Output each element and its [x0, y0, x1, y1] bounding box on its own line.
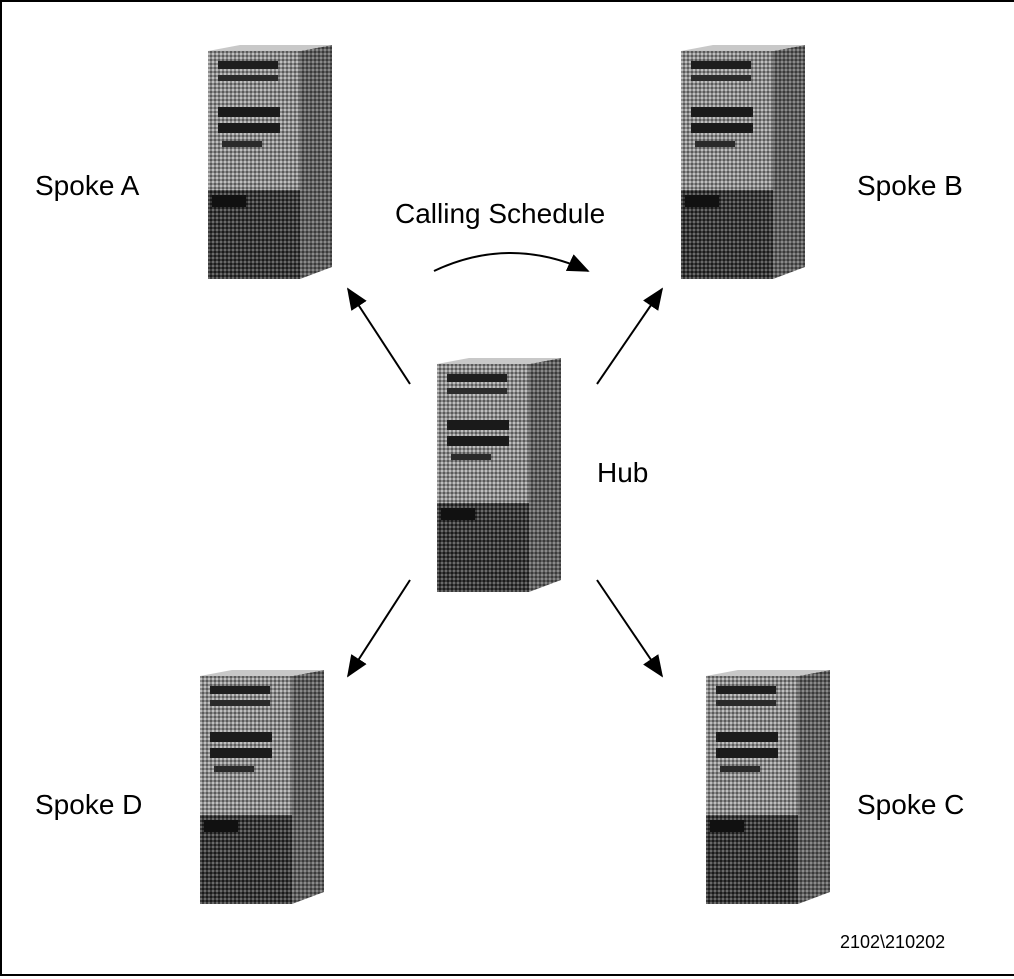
hub-label: Hub: [597, 457, 648, 488]
spoke-b-label: Spoke B: [857, 170, 963, 201]
spoke-c-server-icon: [706, 670, 830, 904]
figure-id: 2102\210202: [840, 932, 945, 952]
spoke-d-label: Spoke D: [35, 789, 142, 820]
spoke-c-label: Spoke C: [857, 789, 964, 820]
calling-schedule-arrow: [433, 252, 590, 272]
edge-hub-to-spoke-b: [596, 287, 664, 385]
spoke-d-server-icon: [200, 670, 324, 904]
edge-hub-to-spoke-c: [596, 579, 664, 678]
edge-hub-to-spoke-d: [347, 579, 411, 678]
edge-hub-to-spoke-a: [346, 287, 411, 385]
hub-server-icon: [437, 358, 561, 592]
spoke-a-label: Spoke A: [35, 170, 140, 201]
spoke-a-server-icon: [208, 45, 332, 279]
spoke-b-server-icon: [681, 45, 805, 279]
calling-schedule-label: Calling Schedule: [395, 198, 605, 229]
